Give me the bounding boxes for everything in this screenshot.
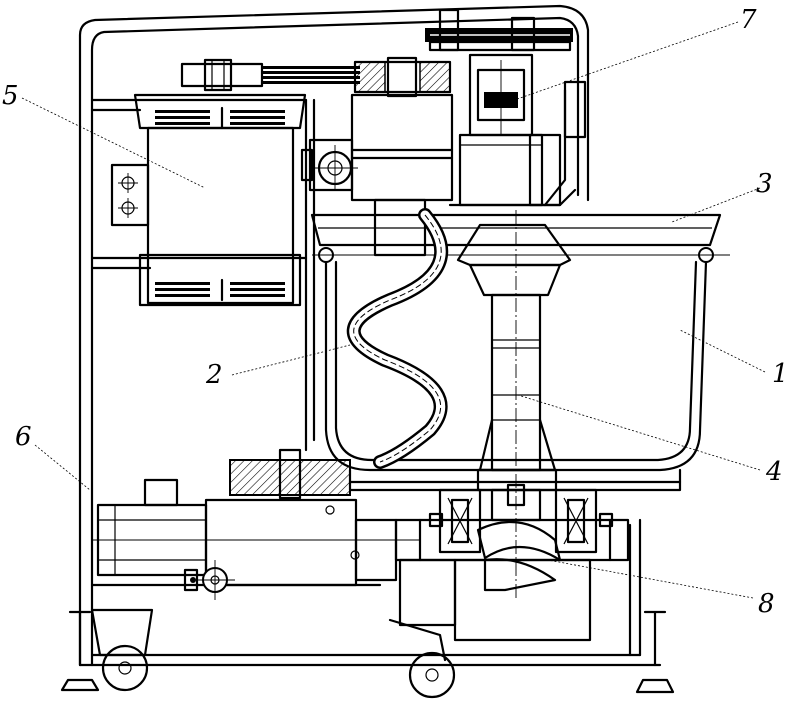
callout-5: 5 <box>2 81 19 111</box>
machine-frame <box>78 4 662 667</box>
callout-8: 8 <box>758 589 775 619</box>
lower-drive-unit <box>394 483 630 642</box>
callout-1: 1 <box>772 359 789 389</box>
callout-6: 6 <box>15 422 32 452</box>
top-belt-transmission <box>180 56 452 98</box>
callout-2: 2 <box>205 360 223 390</box>
central-column <box>456 210 572 600</box>
callout-leaders <box>21 21 766 599</box>
drive-motor-upper <box>110 93 307 307</box>
callout-4: 4 <box>765 457 783 487</box>
lower-motor <box>92 448 420 600</box>
drive-motor-top <box>425 8 587 207</box>
spiral-dough-hook <box>346 208 449 469</box>
callout-labels: 1 2 3 4 5 6 7 8 <box>2 5 789 619</box>
callout-3: 3 <box>756 169 773 199</box>
casters-and-feet <box>60 608 675 699</box>
callout-7: 7 <box>740 5 757 35</box>
